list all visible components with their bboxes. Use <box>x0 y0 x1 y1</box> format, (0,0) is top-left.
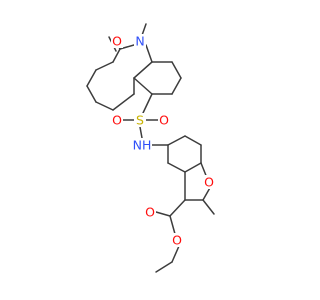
bond-35 <box>169 199 186 217</box>
bond-1 <box>112 48 121 63</box>
bond-37 <box>169 215 176 235</box>
bond-19 <box>142 93 153 114</box>
bond-16 <box>95 101 114 111</box>
atom-nh: NH <box>132 138 152 153</box>
molecule-structure: O N S O O NH O O <box>86 23 215 273</box>
atom-label-s-sulfonyl: S <box>136 113 144 128</box>
atom-label-n-ring: N <box>135 34 144 49</box>
bond-36 <box>155 211 171 217</box>
atom-label-o-ester-carbonyl: O <box>145 205 155 220</box>
atom-s-sulfonyl: S <box>134 113 146 128</box>
atom-label-o-lactam: O <box>112 34 122 49</box>
bond-38 <box>171 245 180 263</box>
atom-o-ester-carbonyl: O <box>144 205 156 220</box>
bond-14 <box>86 69 97 87</box>
bond-10 <box>171 77 182 95</box>
bond-24 <box>167 135 186 146</box>
bond-27 <box>184 162 202 173</box>
bond-22 <box>139 126 143 139</box>
atom-o-sulfonyl-left: O <box>111 113 123 128</box>
bond-28 <box>167 162 186 173</box>
atom-o-sulfonyl-right: O <box>158 113 170 128</box>
bond-2 <box>145 44 153 63</box>
bond-0 <box>119 44 135 50</box>
bond-34 <box>202 199 215 215</box>
bond-12 <box>133 77 153 95</box>
atom-label-o-sulfonyl-right: O <box>159 113 169 128</box>
bond-39 <box>155 261 173 273</box>
bond-25 <box>184 135 202 146</box>
bond-17 <box>112 93 135 111</box>
atom-n-ring: N <box>134 34 146 49</box>
bond-8 <box>133 61 153 79</box>
atom-o-furan: O <box>203 175 215 190</box>
bond-15 <box>86 85 97 103</box>
atom-label-o-sulfonyl-left: O <box>112 113 122 128</box>
atom-label-o-ester: O <box>172 233 182 248</box>
bond-13 <box>95 61 114 71</box>
bond-9 <box>171 61 182 79</box>
atom-labels: O N S O O NH O O <box>111 34 215 248</box>
atom-o-lactam: O <box>111 34 123 49</box>
atom-label-o-furan: O <box>204 175 214 190</box>
atom-label-nh: NH <box>133 138 152 153</box>
atom-o-ester: O <box>171 233 183 248</box>
